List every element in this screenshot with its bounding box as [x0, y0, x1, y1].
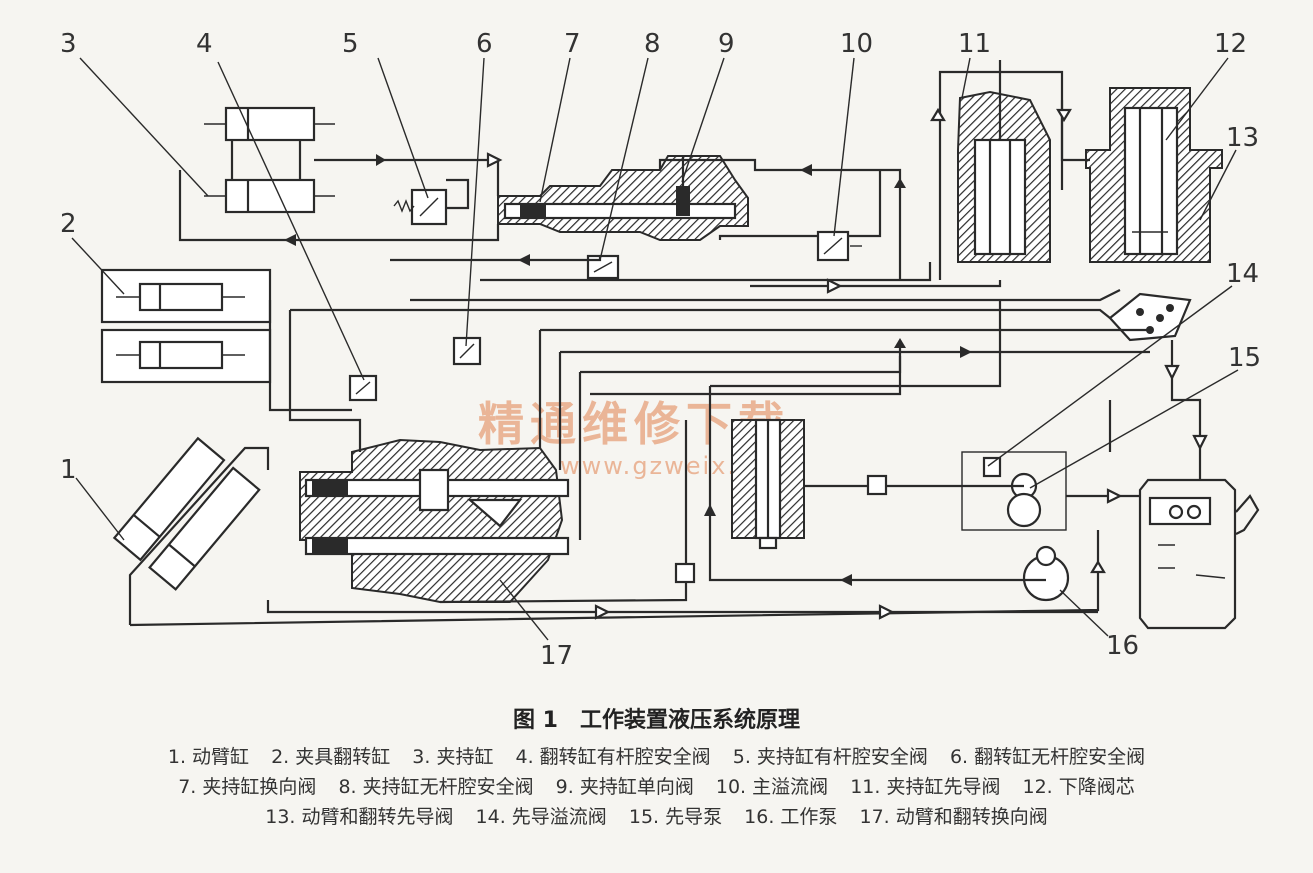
main-relief-valve: [816, 230, 862, 262]
callout-3: 3: [60, 29, 77, 59]
leader-lines: [71, 57, 1239, 641]
callout-13: 13: [1226, 123, 1259, 153]
legend-item: 15. 先导泵: [628, 806, 723, 828]
callout-8: 8: [644, 29, 661, 59]
boom-flip-directional-valve: [299, 438, 570, 603]
callout-15: 15: [1228, 343, 1261, 373]
hydraulic-schematic: 精通维修下载 www.gzweix.com: [60, 29, 1261, 671]
legend-item: 10. 主溢流阀: [715, 776, 829, 798]
clamp-directional-valve: [497, 155, 749, 241]
relief-valve-8: [586, 254, 620, 280]
callout-numbers: 3 4 5 6 7 8 9 10 11 12 13 2 14 15 1 16 1…: [60, 29, 1261, 671]
callout-1: 1: [60, 455, 77, 485]
figure-caption: 图 1 工作装置液压系统原理: [513, 708, 800, 733]
relief-valve-5: [393, 178, 470, 226]
hydraulic-lines: [129, 100, 1202, 627]
work-pump: [1022, 545, 1070, 602]
callout-2: 2: [60, 209, 77, 239]
legend-item: 7. 夹持缸换向阀: [178, 776, 317, 798]
legend-item: 3. 夹持缸: [412, 746, 494, 768]
legend-row: 13. 动臂和翻转先导阀 14. 先导溢流阀 15. 先导泵 16. 工作泵 1…: [0, 802, 1313, 832]
legend-item: 4. 翻转缸有杆腔安全阀: [515, 746, 711, 768]
legend-item: 13. 动臂和翻转先导阀: [265, 806, 454, 828]
legend-item: 17. 动臂和翻转换向阀: [859, 806, 1048, 828]
legend-row: 7. 夹持缸换向阀 8. 夹持缸无杆腔安全阀 9. 夹持缸单向阀 10. 主溢流…: [0, 772, 1313, 802]
callout-5: 5: [342, 29, 359, 59]
clamp-cylinders: [204, 106, 335, 214]
callout-10: 10: [840, 29, 873, 59]
boom-frame-outline: [128, 446, 270, 625]
callout-7: 7: [564, 29, 581, 59]
relief-valve-4: [348, 374, 378, 402]
legend-item: 9. 夹持缸单向阀: [555, 776, 694, 798]
legend-row: 1. 动臂缸 2. 夹具翻转缸 3. 夹持缸 4. 翻转缸有杆腔安全阀 5. 夹…: [0, 742, 1313, 772]
boom-cylinders: [112, 436, 261, 591]
legend-item: 16. 工作泵: [744, 806, 838, 828]
callout-4: 4: [196, 29, 213, 59]
flip-cylinders: [100, 268, 272, 384]
callout-9: 9: [718, 29, 735, 59]
callout-17: 17: [540, 641, 573, 671]
center-valve-block: [731, 418, 805, 550]
callout-14: 14: [1226, 259, 1259, 289]
clamp-pilot-valve: [938, 60, 1064, 263]
legend-item: 12. 下降阀芯: [1022, 776, 1135, 798]
check-valve-b: [674, 562, 696, 584]
legend-item: 5. 夹持缸有杆腔安全阀: [732, 746, 928, 768]
legend-item: 2. 夹具翻转缸: [271, 746, 391, 768]
boom-pilot-valve: [1085, 87, 1223, 263]
pilot-pump: [961, 451, 1067, 531]
callout-6: 6: [476, 29, 493, 59]
check-valve-a: [866, 474, 888, 496]
legend-item: 8. 夹持缸无杆腔安全阀: [338, 776, 534, 798]
callout-11: 11: [958, 29, 991, 59]
legend-item: 1. 动臂缸: [167, 746, 250, 768]
legend-item: 6. 翻转缸无杆腔安全阀: [949, 746, 1146, 768]
component-legend: 1. 动臂缸 2. 夹具翻转缸 3. 夹持缸 4. 翻转缸有杆腔安全阀 5. 夹…: [0, 742, 1313, 832]
legend-item: 14. 先导溢流阀: [475, 806, 607, 828]
callout-16: 16: [1106, 631, 1139, 661]
pilot-manifold: [1108, 292, 1192, 342]
callout-12: 12: [1214, 29, 1247, 59]
legend-item: 11. 夹持缸先导阀: [850, 776, 1001, 798]
relief-valve-6: [452, 336, 482, 366]
power-unit: [1138, 478, 1260, 630]
